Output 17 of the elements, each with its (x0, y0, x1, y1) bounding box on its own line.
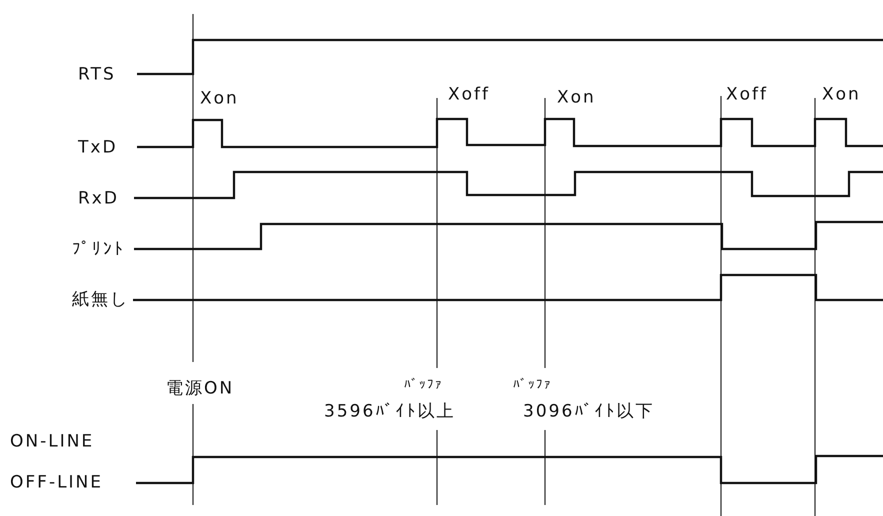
control-code-label: Xon (557, 90, 596, 106)
event-note: ﾊﾞｯﾌｧ (513, 378, 552, 392)
signal-label: RTS (78, 66, 116, 84)
control-code-label: Xoff (726, 86, 768, 104)
signal-label: RxD (78, 190, 119, 208)
signal-label: ﾌﾟﾘﾝﾄ (72, 242, 125, 258)
control-code-label: Xon (200, 90, 239, 108)
signal-label: 紙無し (72, 292, 129, 308)
event-note: 3096ﾊﾞｲﾄ以下 (523, 404, 654, 420)
signal-label: ON-LINE (10, 434, 94, 450)
signal-label: OFF-LINE (10, 474, 104, 492)
control-code-label: Xoff (448, 86, 490, 104)
event-note: ﾊﾞｯﾌｧ (404, 378, 443, 392)
event-note: 3596ﾊﾞｲﾄ以上 (324, 404, 456, 420)
signal-label: TxD (78, 140, 118, 156)
event-note: 電源ON (166, 380, 234, 398)
control-code-label: Xon (822, 86, 861, 104)
